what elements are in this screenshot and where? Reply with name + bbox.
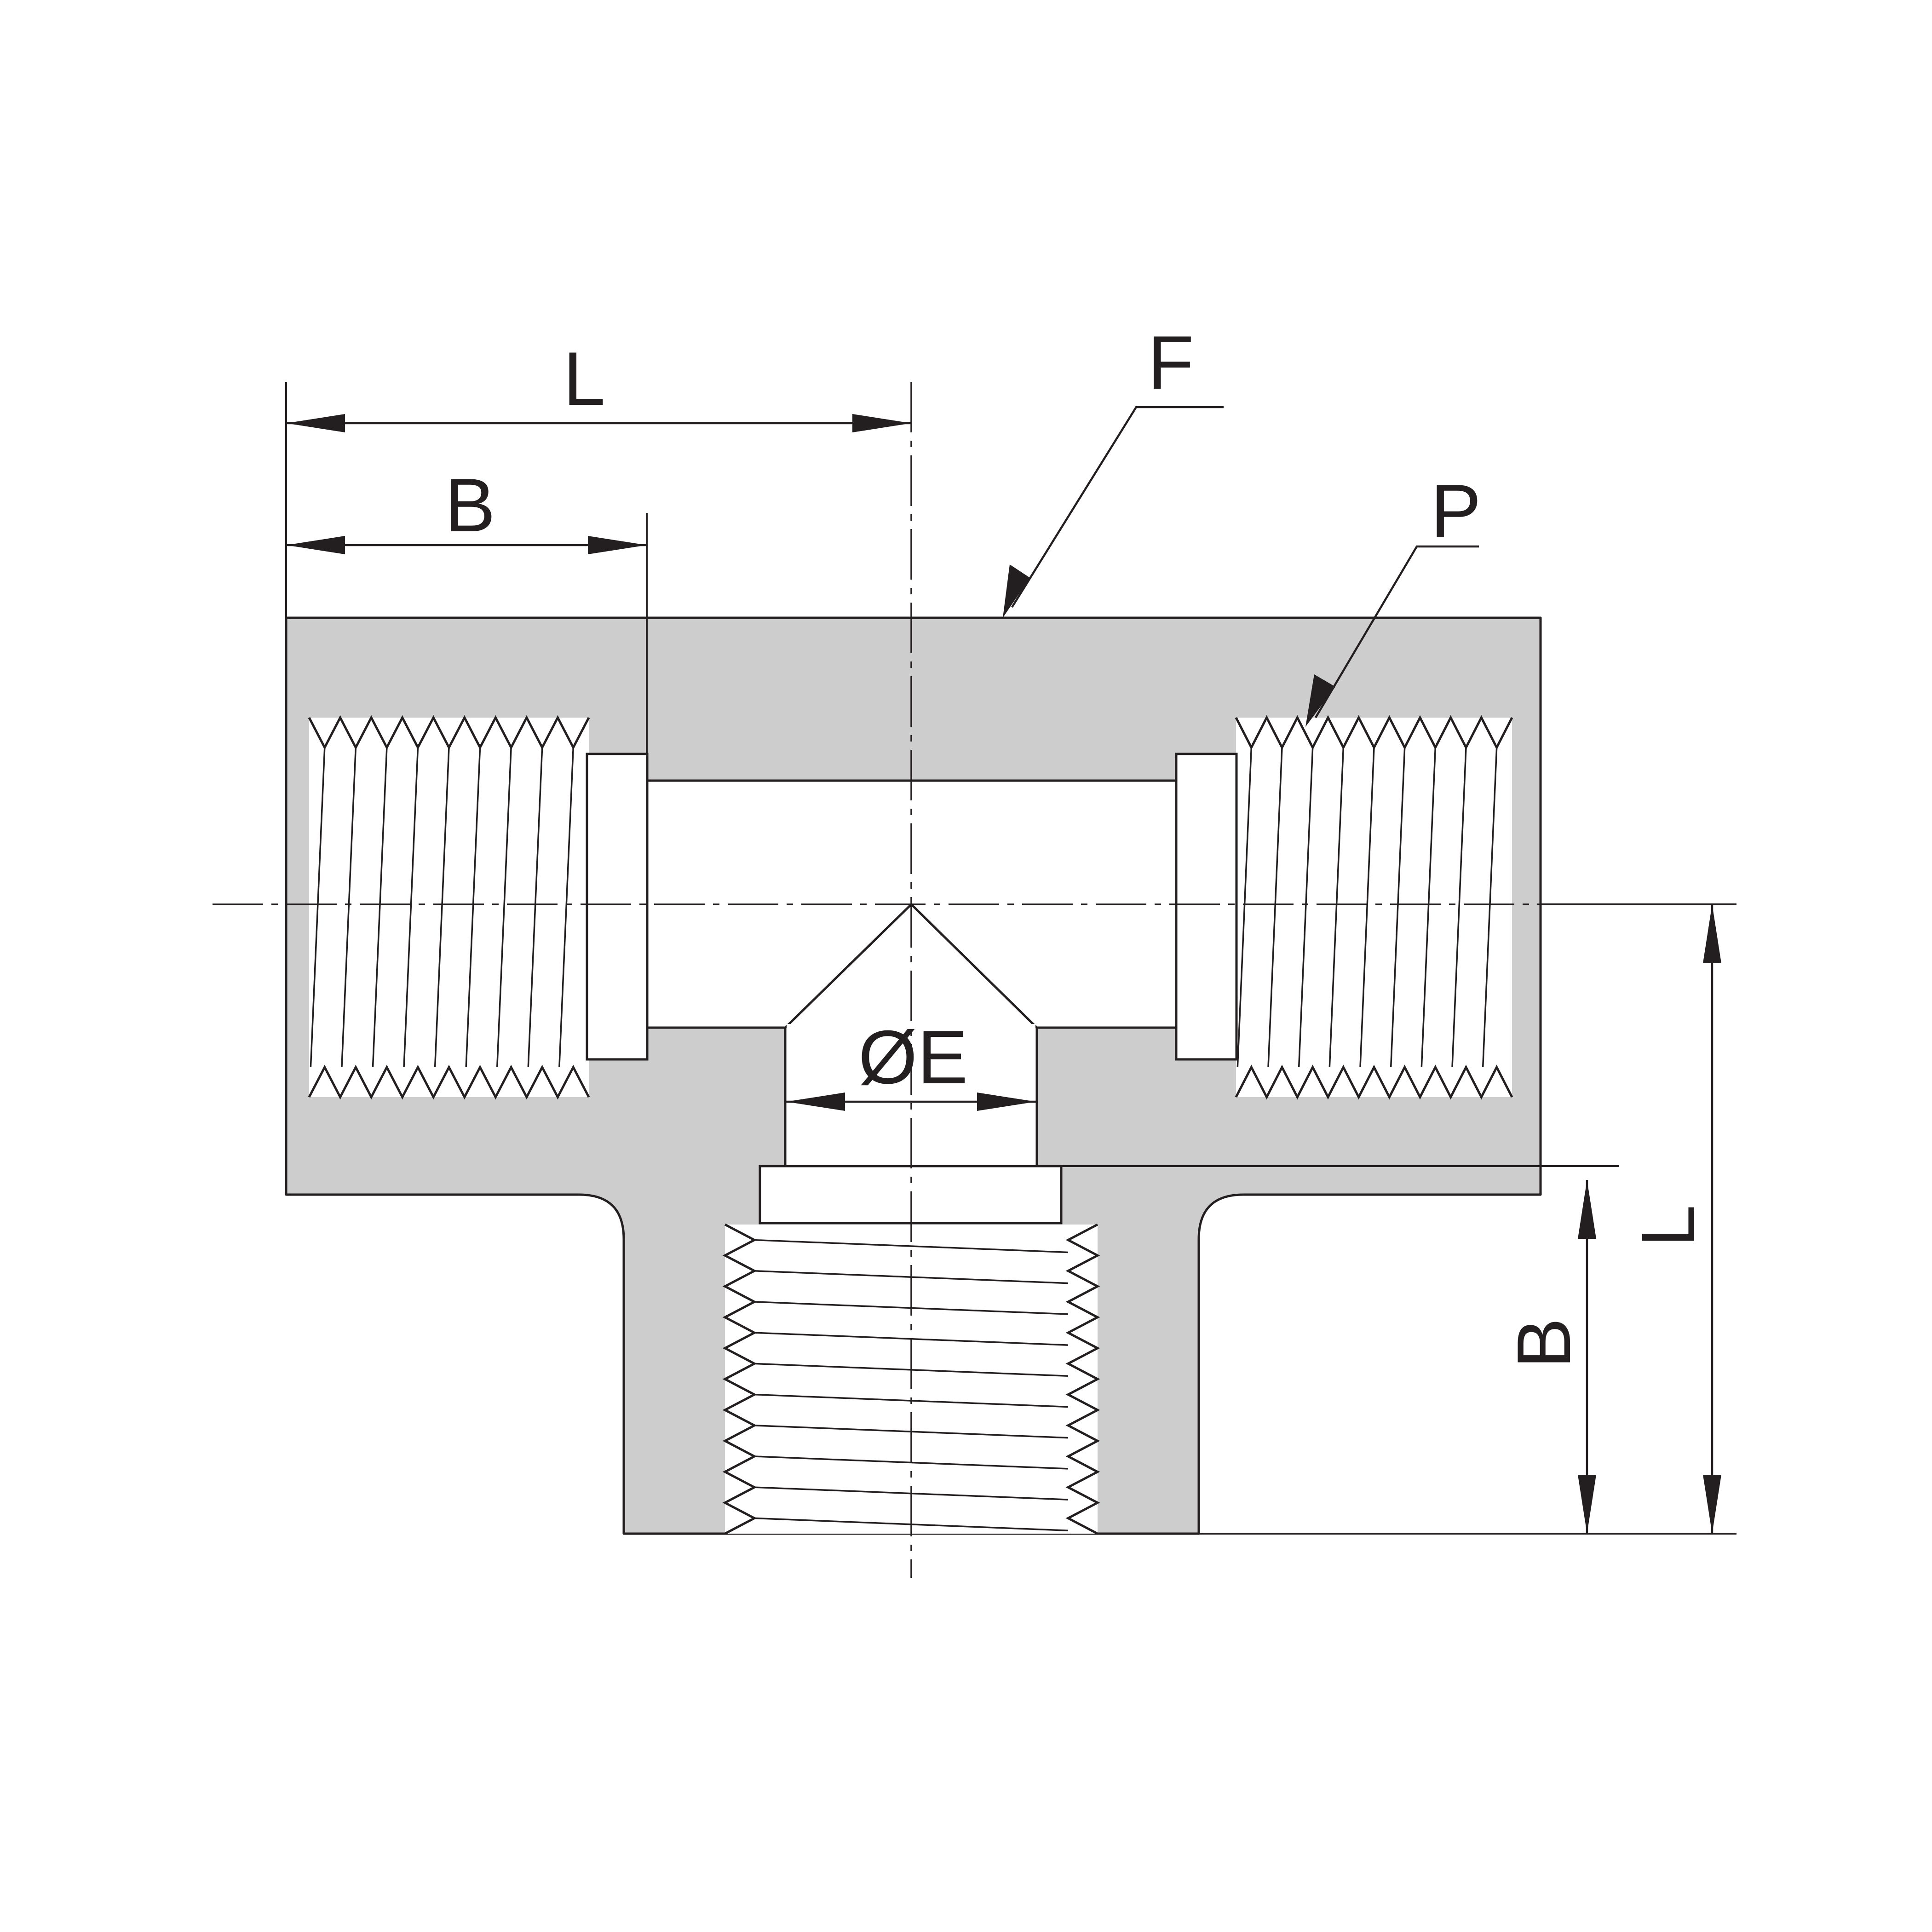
top-l-arrow-left xyxy=(286,414,345,432)
top-l-arrow-right xyxy=(852,414,911,432)
thread-line xyxy=(1359,747,1375,1068)
callout-p-label: P xyxy=(1431,469,1481,553)
diameter-e-arrow-right xyxy=(977,1092,1036,1111)
thread-line xyxy=(527,747,543,1068)
thread-line xyxy=(1298,747,1314,1068)
thread-line xyxy=(1420,747,1437,1068)
top-b-label: B xyxy=(445,463,495,547)
left-port-threads xyxy=(310,747,574,1068)
diameter-e-arrow-left xyxy=(786,1092,845,1111)
top-l-label: L xyxy=(563,336,605,421)
thread-line xyxy=(1482,747,1498,1068)
thread-line xyxy=(434,747,450,1068)
thread-line xyxy=(754,1239,1069,1254)
diameter-e-label: ØE xyxy=(858,1015,968,1099)
right-port-threads xyxy=(1236,747,1498,1068)
thread-line xyxy=(310,747,326,1068)
thread-line xyxy=(1328,747,1345,1068)
thread-line xyxy=(465,747,481,1068)
thread-line xyxy=(1267,747,1283,1068)
side-b-arrow-top xyxy=(1578,1180,1596,1239)
side-l-arrow-bottom xyxy=(1703,1475,1721,1534)
right-thread-zone xyxy=(1236,718,1512,1097)
thread-line xyxy=(558,747,574,1068)
callout-p-arrow xyxy=(1305,674,1335,727)
side-b-label: B xyxy=(1501,1318,1586,1368)
thread-line xyxy=(1390,747,1406,1068)
side-l-arrow-top xyxy=(1703,904,1721,963)
side-b-arrow-bottom xyxy=(1578,1475,1596,1534)
thread-line xyxy=(372,747,388,1068)
thread-line xyxy=(341,747,357,1068)
thread-line xyxy=(403,747,419,1068)
thread-line xyxy=(496,747,512,1068)
callout-f-label: F xyxy=(1148,320,1194,405)
callout-p-leader xyxy=(1315,545,1479,719)
branch-bore-opening xyxy=(787,1024,1035,1030)
right-relief-groove xyxy=(1175,753,1238,1061)
side-l-label: L xyxy=(1626,1205,1710,1247)
top-b-arrow-right xyxy=(588,536,647,554)
thread-line xyxy=(1236,747,1253,1068)
top-b-arrow-left xyxy=(286,536,345,554)
thread-line xyxy=(1451,747,1467,1068)
left-thread-zone xyxy=(309,718,589,1097)
callout-f-leader xyxy=(1011,406,1224,608)
bottom-port-profile xyxy=(722,1223,1100,1535)
callout-f-arrow xyxy=(1003,564,1030,618)
left-relief-groove xyxy=(586,753,649,1061)
